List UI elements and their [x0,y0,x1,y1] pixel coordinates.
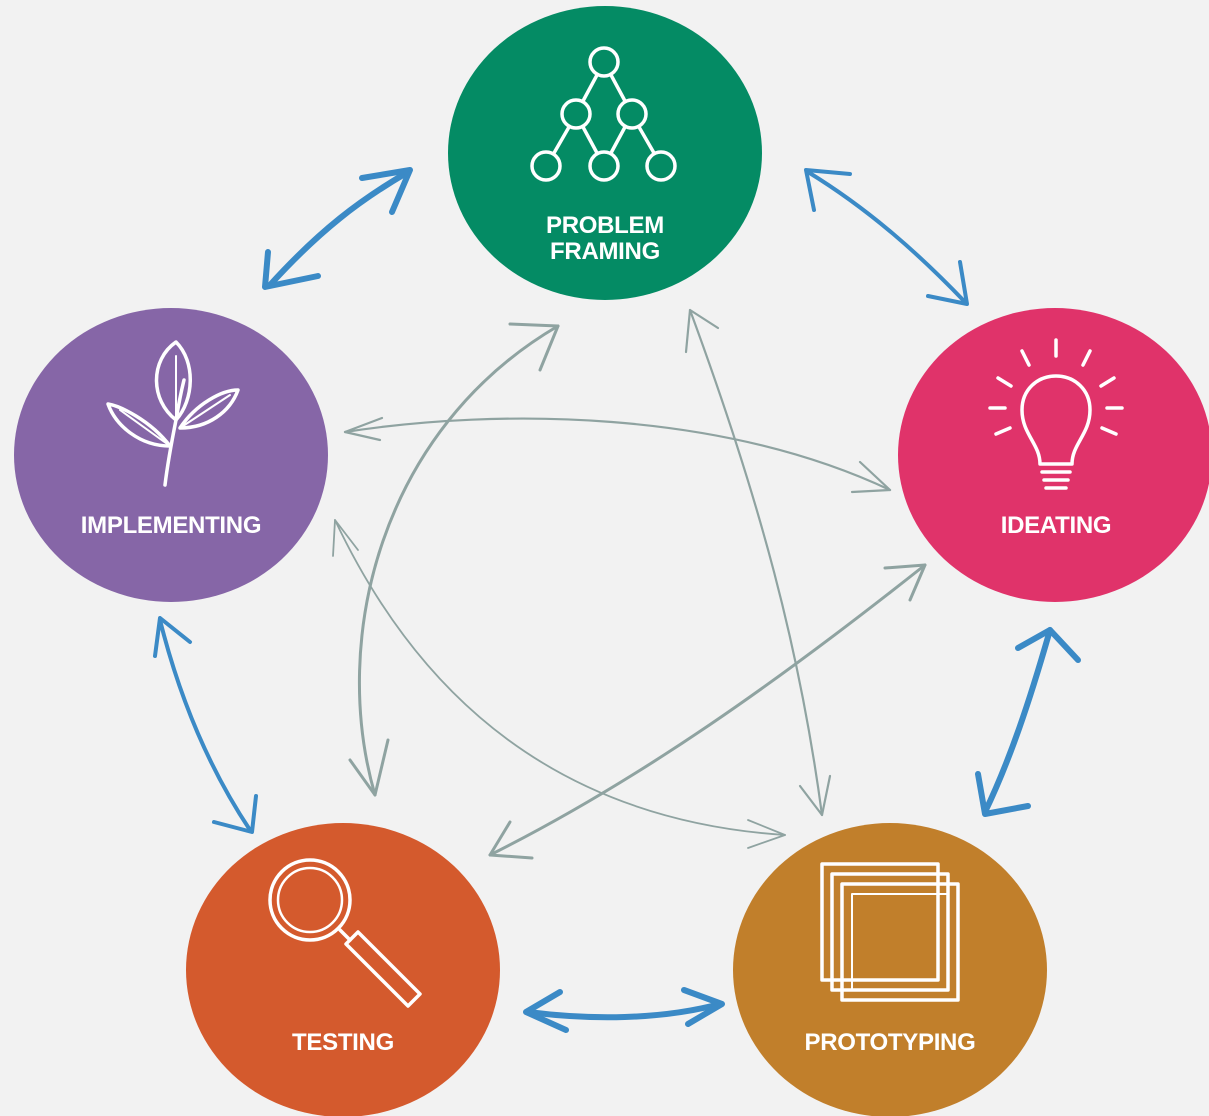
arrowhead-testing-right [523,989,569,1033]
arrowhead-testing-top-end [348,738,390,797]
testing-label: TESTING [292,1029,394,1056]
arrowhead-ideating-end [850,460,892,494]
arrowhead-testing-top [212,794,258,834]
cross-arrows [332,308,927,860]
arrow-implementing-ideating [343,417,892,492]
arrowhead-problemframing-end [508,322,560,372]
stacked-frames-icon [820,862,960,1002]
arrowhead-prototyping-left [681,987,725,1027]
prototyping-circle [733,823,1047,1116]
node-ideating: IDEATING [898,308,1209,602]
node-implementing: IMPLEMENTING [14,308,328,602]
node-testing: TESTING [186,823,500,1116]
problem-framing-label-line1: PROBLEM [546,212,664,239]
testing-circle [186,823,500,1116]
arrowhead-prototyping-top-end [798,774,832,817]
arrowhead-problemframing-left [359,167,413,215]
arrowhead-testing-right-end [488,820,534,860]
arrow-problemframing-ideating [806,170,967,304]
arrowhead-ideating-bottom [1015,627,1081,663]
lightbulb-icon [988,338,1124,490]
prototyping-label: PROTOTYPING [805,1029,976,1056]
arrowhead-implementing-end [343,416,384,442]
node-problem-framing: PROBLEM FRAMING [448,6,762,300]
hierarchy-tree-icon [530,46,677,182]
arrow-implementing-problemframing [267,169,411,288]
implementing-label: IMPLEMENTING [81,512,261,539]
arrow-ideating-testing [488,563,927,857]
cycle-arrows [153,167,1081,1033]
arrowhead-prototyping-top [975,771,1031,817]
arrow-testing-implementing [158,618,252,832]
problem-framing-label-line2: FRAMING [550,238,660,265]
arrow-prototyping-testing [525,1001,723,1021]
arrowhead-prototyping-left-end [747,819,786,849]
arrowhead-implementing-top [262,249,321,290]
arrow-problemframing-testing [357,324,560,797]
arrowhead-implementing-bottom [153,616,192,658]
arrowhead-problemframing-right [804,168,852,212]
arrowhead-ideating-lower-end [883,563,927,602]
arrow-implementing-prototyping [334,519,786,836]
magnifying-glass-icon [268,858,422,1008]
ideating-circle [898,308,1209,602]
arrowhead-ideating-top [926,260,969,306]
arrowhead-problemframing-right-end [684,308,720,354]
arrow-ideating-prototyping [982,627,1053,815]
arrowhead-implementing-lower-end [332,519,359,557]
arrow-problemframing-prototyping [688,308,824,817]
node-prototyping: PROTOTYPING [733,823,1047,1116]
ideating-label: IDEATING [1001,512,1112,539]
plant-sprout-icon [106,340,240,487]
